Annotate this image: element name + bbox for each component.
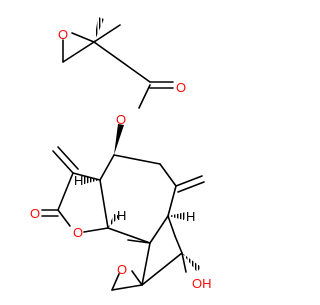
bond-ring7-e: [107, 227, 151, 244]
hash-h-upper: [82, 176, 100, 184]
atom-label-lactone-ring-o: O: [73, 225, 83, 240]
atom-label-epoxide-top-o: O: [58, 27, 68, 42]
bond-c-oh: [181, 252, 187, 273]
bond-ring7-a: [113, 154, 161, 165]
bond-lactone-a: [72, 172, 101, 181]
bond-spiro-a: [111, 284, 143, 291]
bond-ring5-a: [167, 215, 176, 237]
hash-h-lower: [108, 214, 120, 228]
stereo-bonds: [82, 17, 201, 272]
bond-ring7-d: [149, 215, 169, 244]
bond-lactone-c: [57, 209, 71, 227]
atom-label-hydroxyl: OH: [192, 276, 212, 291]
bond-ring7-c: [167, 185, 177, 217]
bond-epox-ch2-c: [62, 41, 95, 63]
bond-methylene-right-a: [175, 175, 203, 187]
bond-layer: [41, 24, 205, 291]
atom-label-h-upper: H: [74, 173, 83, 188]
atom-label-spiro-epoxide-o: O: [117, 262, 127, 277]
bond-lactone-b: [57, 172, 74, 211]
molecule-diagram: O O O O O O OH H H H: [30, 17, 212, 291]
hash-h-right: [168, 212, 186, 220]
bond-ring5-c: [141, 252, 183, 286]
structure-canvas: O O O O O O OH H H H: [30, 17, 212, 291]
bond-lactone-d: [83, 227, 109, 233]
atom-label-lactone-carbonyl-o: O: [30, 206, 40, 221]
bond-h-lower: [127, 239, 151, 244]
atom-label-ester-link-o: O: [116, 112, 126, 127]
bond-epox-methyl: [93, 24, 121, 43]
bond-spiro-b: [111, 273, 120, 291]
bond-ester-c-o: [138, 84, 151, 109]
bond-ring7-b: [159, 163, 177, 187]
atom-labels: O O O O O O OH H H H: [30, 27, 212, 291]
atom-label-ester-carbonyl-o: O: [176, 80, 186, 95]
bond-ring7-g: [99, 154, 115, 181]
wedge-ester-o: [114, 124, 124, 155]
bond-ring5-d: [141, 242, 151, 286]
bond-methylene-right-b: [177, 181, 205, 193]
atom-label-h-lower: H: [117, 208, 126, 223]
bond-epox-o-c: [71, 32, 95, 43]
bond-epox-ester-c: [93, 41, 151, 83]
hash-oh: [182, 253, 201, 272]
bond-methylene-left-a: [52, 150, 74, 174]
bond-ring7-f: [99, 179, 109, 229]
atom-label-h-right: H: [186, 209, 195, 224]
hash-epox-methyl: [94, 17, 104, 42]
bond-spiro-c: [131, 270, 143, 286]
bond-ring5-b: [174, 235, 183, 254]
bond-methylene-left-b: [57, 146, 79, 170]
